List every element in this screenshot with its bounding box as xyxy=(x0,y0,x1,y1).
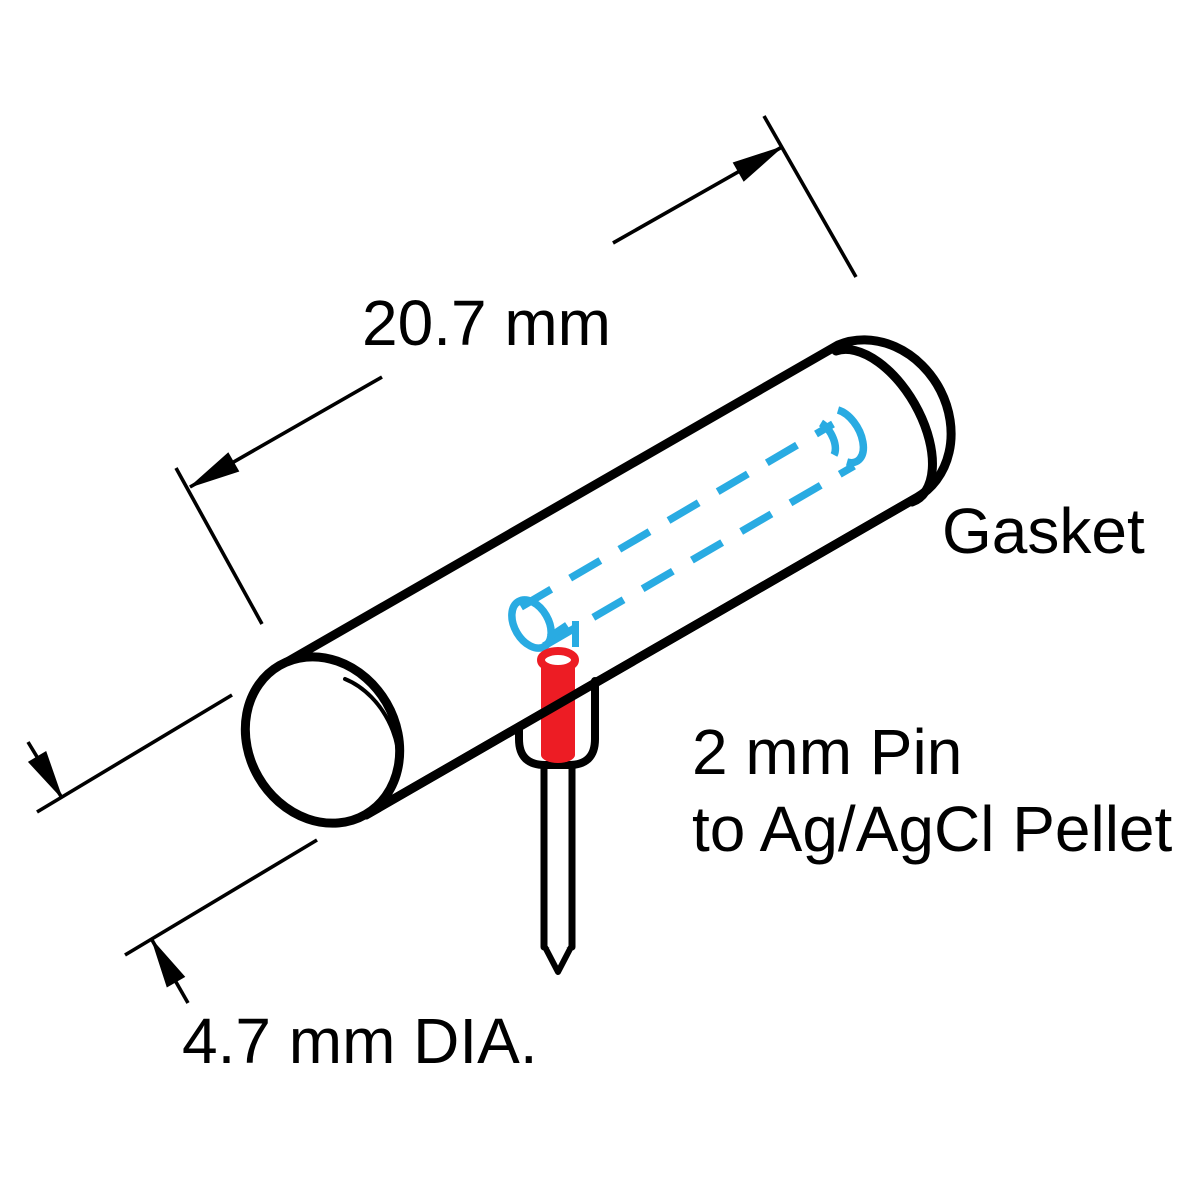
gasket-label: Gasket xyxy=(942,495,1145,567)
length-dimension-label: 20.7 mm xyxy=(362,287,611,359)
length-arrowhead-left xyxy=(189,452,240,488)
bore-dashed-line-upper xyxy=(519,420,835,611)
bore-opening-ellipse xyxy=(508,596,555,652)
diameter-ext-line-upper xyxy=(36,693,233,814)
cylinder-body-outline xyxy=(275,335,956,820)
length-arrowhead-right xyxy=(732,146,783,182)
diameter-arrowhead-lower xyxy=(151,939,186,988)
length-ext-line-right xyxy=(762,115,858,278)
gasket-cylinder xyxy=(240,335,956,828)
bore-dashed-line-lower xyxy=(542,462,856,650)
bore-far-arc-large xyxy=(836,406,868,467)
pin-red-body xyxy=(541,660,575,763)
diameter-dimension: 4.7 mm DIA. xyxy=(26,693,538,1077)
cylinder-right-rim-arc xyxy=(831,344,937,507)
cylinder-front-edge-over-pin xyxy=(361,493,921,820)
pin-top-opening xyxy=(537,647,579,673)
pin-shaft xyxy=(540,759,576,975)
pin-label-line1: 2 mm Pin xyxy=(692,716,962,788)
bore-dash-fragment xyxy=(547,622,569,640)
diameter-dimension-label: 4.7 mm DIA. xyxy=(182,1005,538,1077)
pin-label-line2: to Ag/AgCl Pellet xyxy=(692,793,1173,865)
length-ext-line-left xyxy=(174,467,264,625)
bore-channel xyxy=(508,406,868,652)
pin-assembly xyxy=(515,647,599,975)
cylinder-left-inner-arc xyxy=(343,677,401,796)
diameter-ext-line-lower xyxy=(124,838,318,957)
pin-tip-point xyxy=(542,945,574,975)
length-dimension: 20.7 mm xyxy=(174,115,858,625)
diameter-arrowhead-upper xyxy=(27,751,63,799)
bore-far-arc-small xyxy=(818,419,840,457)
